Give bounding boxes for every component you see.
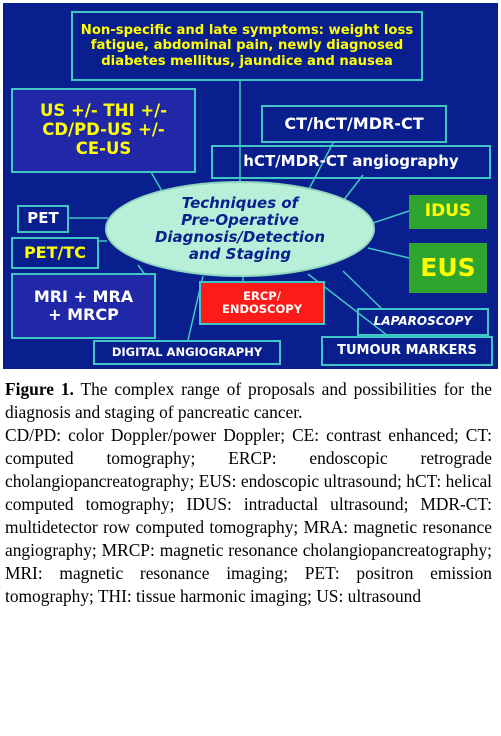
laparoscopy-box: LAPAROSCOPY: [357, 308, 489, 336]
idus-box: IDUS: [409, 195, 487, 229]
diagram: Non-specific and late symptoms: weight l…: [3, 3, 498, 369]
symptoms-box: Non-specific and late symptoms: weight l…: [71, 11, 423, 81]
figure-label: Figure 1.: [5, 379, 74, 399]
ercp-box: ERCP/ ENDOSCOPY: [199, 281, 325, 325]
digital-angiography-box: DIGITAL ANGIOGRAPHY: [93, 340, 281, 365]
pet-tc-box: PET/TC: [11, 237, 99, 269]
figure-caption: Figure 1. The complex range of proposals…: [5, 378, 492, 608]
caption-main: Figure 1. The complex range of proposals…: [5, 378, 492, 424]
mri-box: MRI + MRA + MRCP: [11, 273, 156, 339]
tumour-markers-box: TUMOUR MARKERS: [321, 336, 493, 366]
eus-box: EUS: [409, 243, 487, 293]
pet-box: PET: [17, 205, 69, 233]
ultrasound-box: US +/- THI +/- CD/PD-US +/- CE-US: [11, 88, 196, 173]
ct-box: CT/hCT/MDR-CT: [261, 105, 447, 143]
central-techniques-ellipse: Techniques of Pre-Operative Diagnosis/De…: [105, 181, 375, 277]
ct-angiography-box: hCT/MDR-CT angiography: [211, 145, 491, 179]
caption-text: The complex range of proposals and possi…: [5, 379, 492, 422]
abbreviations-text: CD/PD: color Doppler/power Doppler; CE: …: [5, 425, 492, 606]
